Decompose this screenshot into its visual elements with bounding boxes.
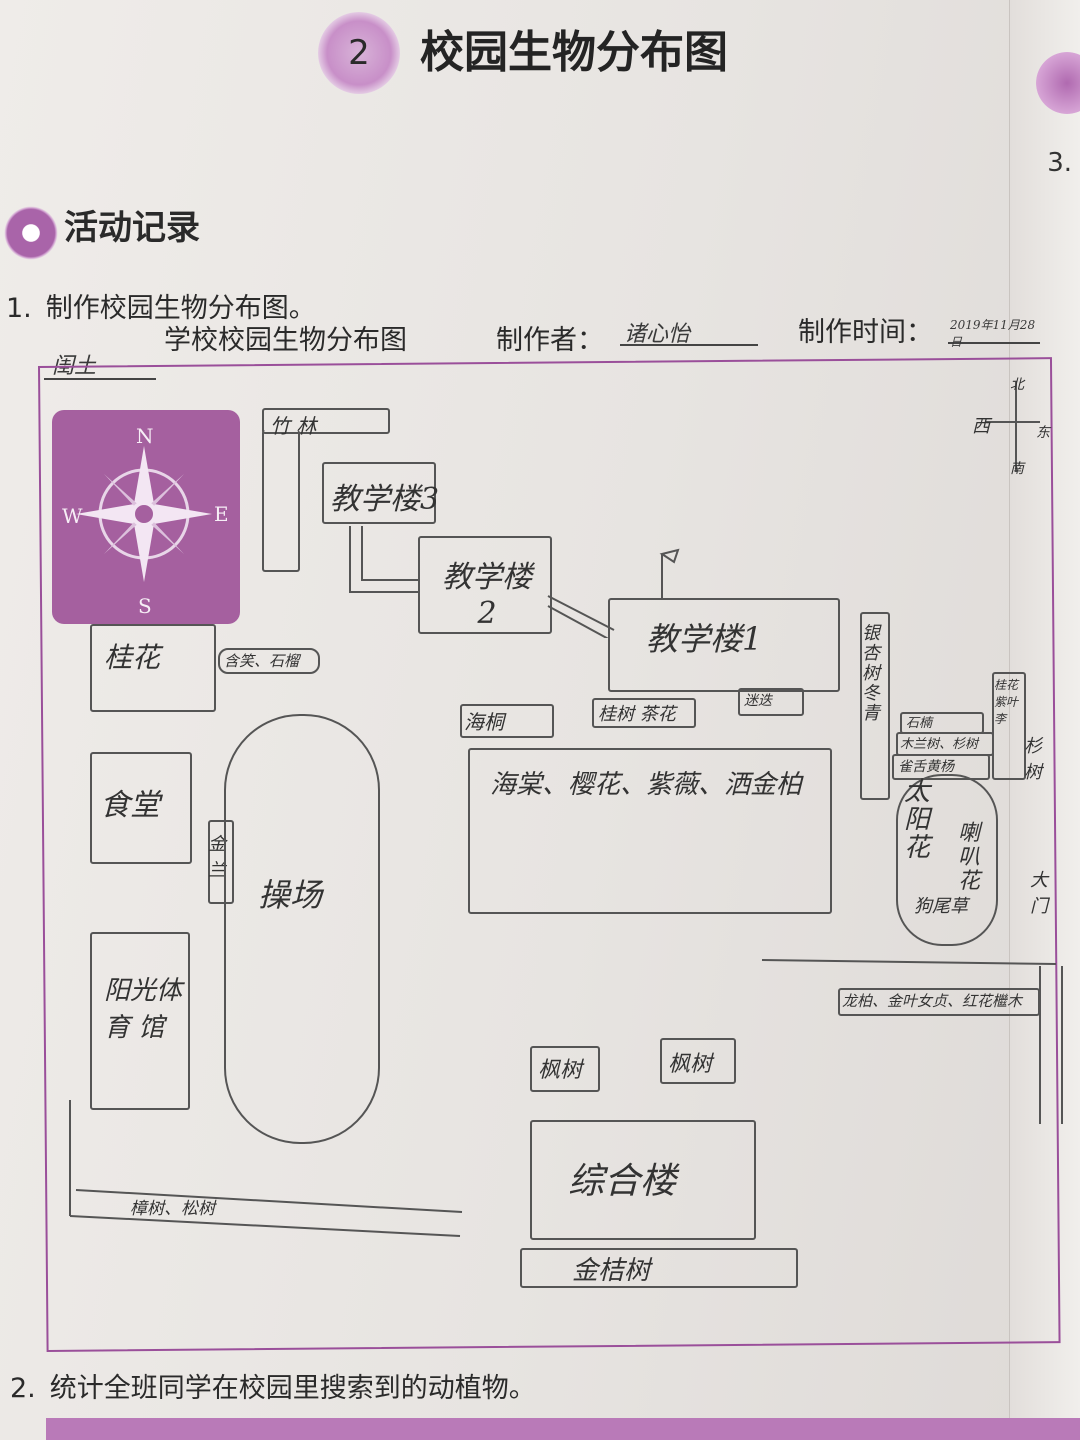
jinlan-label: 金 兰 xyxy=(208,834,226,881)
maple-1-label: 枫树 xyxy=(538,1058,583,1083)
school-name-blank[interactable]: 闺土 xyxy=(44,346,156,380)
east-row-3-label: 雀舌黄杨 xyxy=(898,759,954,775)
east-strip xyxy=(838,988,1040,1016)
east-strip-label: 龙柏、金叶女贞、红花檵木 xyxy=(842,992,1023,1010)
sunshine-gym-label: 阳光体育 馆 xyxy=(104,976,183,1043)
ginkgo-label: 银杏树 冬青 xyxy=(862,623,880,724)
canteen xyxy=(90,752,192,864)
date-label: 制作时间： xyxy=(798,317,933,348)
building-1 xyxy=(608,598,840,692)
dir-west: 西 xyxy=(972,416,990,437)
page-title: 校园生物分布图 xyxy=(420,27,728,78)
east-row-2-label: 木兰树、杉树 xyxy=(900,737,979,752)
playground xyxy=(224,714,380,1144)
sunflower-label: 太 阳 花 xyxy=(904,777,931,863)
question-1-text: 制作校园生物分布图。 xyxy=(45,293,316,324)
section-title: 活动记录 xyxy=(64,208,200,248)
bamboo-label: 竹 林 xyxy=(270,414,317,438)
east-row-1-label: 石楠 xyxy=(906,716,933,731)
east-tall2-label: 杉 树 xyxy=(1024,736,1042,783)
next-page-number: 3. xyxy=(1047,148,1072,178)
complex-building xyxy=(530,1120,756,1240)
guihua-label: 桂树 茶花 xyxy=(598,704,676,725)
building-3-label: 教学楼3 xyxy=(330,482,440,517)
school-name-value: 闺土 xyxy=(52,354,97,379)
date-value: 2019年11月28日 xyxy=(950,318,1036,349)
direction-cross-icon xyxy=(986,382,1040,472)
trumpet-label: 喇 叭 花 xyxy=(958,821,981,894)
maple-bed-2 xyxy=(660,1038,736,1084)
question-2: 2. 统计全班同学在校园里搜索到的动植物。 xyxy=(10,1366,536,1405)
haitong-label: 海桐 xyxy=(464,710,504,734)
question-2-number: 2. xyxy=(10,1373,36,1404)
map-name-suffix: 学校校园生物分布图 xyxy=(164,325,407,356)
next-page-edge: 3. xyxy=(1009,0,1080,1440)
dir-north: 北 xyxy=(1010,377,1024,393)
hanxiao-bed xyxy=(218,648,320,674)
dir-east: 东 xyxy=(1036,425,1050,441)
compass-n: N xyxy=(136,424,154,448)
flag-icon xyxy=(659,548,680,600)
rosemary-bed xyxy=(738,688,804,716)
guihua-bed xyxy=(592,698,696,728)
canteen-label: 食堂 xyxy=(100,788,160,823)
osmanthus-bed xyxy=(90,624,216,712)
east-tall-bed xyxy=(992,672,1026,780)
author-blank[interactable]: 诸心怡 xyxy=(620,312,758,347)
lesson-number: 2 xyxy=(348,33,370,73)
compass-card: N S E W xyxy=(52,410,240,624)
flower-bed xyxy=(896,774,998,946)
kumquat-strip xyxy=(520,1248,798,1288)
compass-e: E xyxy=(214,502,229,526)
question-1-number: 1. xyxy=(6,293,32,324)
question-2-text: 统计全班同学在校园里搜索到的动植物。 xyxy=(49,1373,536,1404)
compass-w: W xyxy=(62,504,83,528)
compass-rose-icon xyxy=(76,446,212,582)
dir-south: 南 xyxy=(1010,461,1024,477)
building-1-label: 教学楼1 xyxy=(646,620,763,658)
building-3 xyxy=(322,462,436,524)
south-strip-lines xyxy=(69,1100,463,1237)
bamboo-strip-vertical xyxy=(262,430,300,572)
haitong-bed xyxy=(460,704,554,738)
kumquat-label: 金桔树 xyxy=(572,1256,651,1286)
south-strip-left-label: 樟树、松树 xyxy=(130,1199,215,1219)
maple-bed-1 xyxy=(530,1046,600,1092)
hanxiao-label: 含笑、石榴 xyxy=(224,652,300,670)
building-2-label: 教学楼 2 xyxy=(442,560,532,631)
central-garden-label: 海棠、樱花、紫薇、洒金柏 xyxy=(490,770,803,800)
foxtail-label: 狗尾草 xyxy=(914,896,968,917)
lesson-badge: 2 xyxy=(318,12,400,94)
osmanthus-label: 桂花 xyxy=(104,641,161,674)
author-value: 诸心怡 xyxy=(624,322,691,347)
question-1: 1. 制作校园生物分布图。 xyxy=(6,286,316,325)
central-garden xyxy=(468,748,832,914)
playground-label: 操场 xyxy=(258,876,323,914)
table-header-band xyxy=(46,1418,1080,1440)
jinlan-strip xyxy=(208,820,234,904)
flower-icon xyxy=(4,206,58,260)
corridors xyxy=(349,526,615,638)
maple-2-label: 枫树 xyxy=(668,1052,713,1077)
east-tall-label: 桂花 紫叶李 xyxy=(994,678,1019,726)
sunshine-gym xyxy=(90,932,190,1110)
bamboo-strip xyxy=(262,408,390,434)
ginkgo-strip xyxy=(860,612,890,800)
compass-s: S xyxy=(138,594,152,618)
rosemary-label: 迷迭 xyxy=(744,693,772,709)
next-page-badge xyxy=(1036,52,1080,114)
date-blank[interactable]: 2019年11月28日 xyxy=(948,306,1040,349)
building-2 xyxy=(418,536,552,634)
east-road-lines xyxy=(761,959,1063,1124)
author-label: 制作者： xyxy=(496,325,604,356)
gate-label: 大 门 xyxy=(1030,870,1048,917)
complex-building-label: 综合楼 xyxy=(568,1161,677,1202)
